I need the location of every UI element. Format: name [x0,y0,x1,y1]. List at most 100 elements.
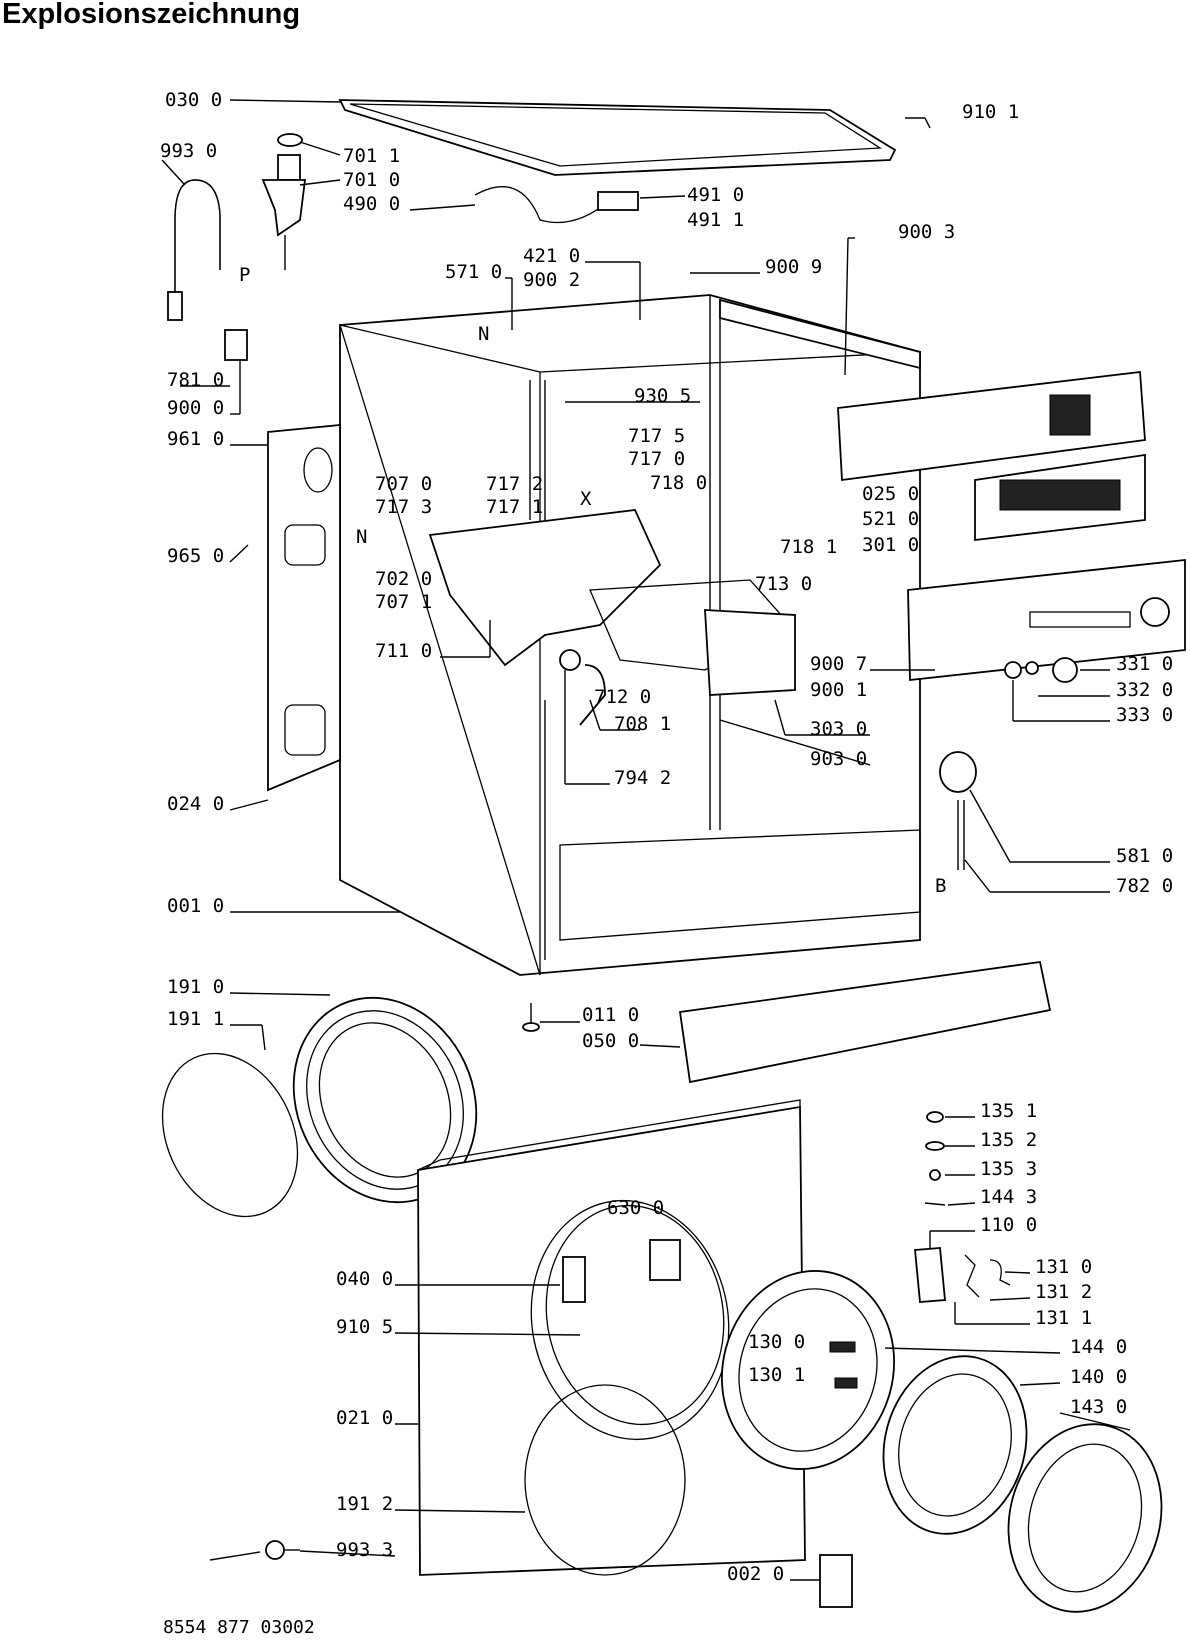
part-number-label: 143 0 [1070,1396,1127,1418]
part-number-label: B [935,875,946,897]
part-number-label: 701 0 [343,169,400,191]
part-number-label: 131 2 [1035,1281,1092,1303]
mains-cable [474,186,611,224]
part-number-label: 024 0 [167,793,224,815]
front-panel [417,1099,806,1576]
part-number-label: 900 1 [810,679,867,701]
button-spring [1004,661,1022,679]
part-number-label: 002 0 [727,1563,784,1585]
part-number-label: 718 0 [650,472,707,494]
service-tool [209,1540,300,1561]
part-number-label: 993 0 [160,140,217,162]
part-number-label: P [239,264,250,286]
part-number-label: 900 0 [167,397,224,419]
part-number-label: 900 9 [765,256,822,278]
part-number-label: 144 0 [1070,1336,1127,1358]
part-number-label: 930 5 [634,385,691,407]
part-number-label: 191 0 [167,976,224,998]
part-number-label: 910 5 [336,1316,393,1338]
part-number-label: 191 1 [167,1008,224,1030]
top-rail [719,298,921,370]
document-number: 8554 877 03002 [163,1617,315,1638]
part-number-label: 421 0 [523,245,580,267]
part-number-label: 332 0 [1116,679,1173,701]
part-number-label: 718 1 [780,536,837,558]
foot-screw [522,1003,580,1032]
part-number-label: 581 0 [1116,845,1173,867]
door-glass [882,1355,1028,1535]
part-number-label: 040 0 [336,1268,393,1290]
programme-knob [1052,657,1078,683]
part-number-label: 711 0 [375,640,432,662]
part-number-label: 131 0 [1035,1256,1092,1278]
part-number-label: 794 2 [614,767,671,789]
part-number-label: 025 0 [862,483,919,505]
part-number-label: 900 7 [810,653,867,675]
part-number-label: 900 2 [523,269,580,291]
part-number-label: 781 0 [167,369,224,391]
part-number-label: 191 2 [336,1493,393,1515]
back-panel [229,424,341,811]
part-number-label: 131 1 [1035,1307,1092,1329]
part-number-label: 491 0 [687,184,744,206]
part-number-label: 717 2 [486,473,543,495]
part-number-label: 782 0 [1116,875,1173,897]
plinth [639,960,1052,1084]
part-number-label: 130 0 [748,1331,805,1353]
door-handle [914,1247,1011,1303]
part-number-label: 717 3 [375,496,432,518]
part-number-label: 521 0 [862,508,919,530]
button-cap [1025,661,1039,675]
part-number-label: 130 1 [748,1364,805,1386]
detergent-dispenser [428,509,796,726]
part-number-label: 702 0 [375,568,432,590]
part-number-label: 708 1 [614,713,671,735]
cabinet [230,294,921,976]
part-number-label: 001 0 [167,895,224,917]
part-number-label: 961 0 [167,428,224,450]
part-number-label: 135 2 [980,1129,1037,1151]
part-number-label: 701 1 [343,145,400,167]
part-number-label: 135 3 [980,1158,1037,1180]
part-number-label: 571 0 [445,261,502,283]
hinge-lower [834,1377,858,1389]
control-panel-board [837,370,1146,542]
door-frame [721,1270,895,1470]
part-number-label: 331 0 [1116,653,1173,675]
part-number-label: 717 5 [628,425,685,447]
part-number-label: N [356,526,367,548]
door-ring [1007,1423,1163,1613]
leader-lines [180,117,1131,1581]
part-number-label: 712 0 [594,686,651,708]
part-number-label: 144 3 [980,1186,1037,1208]
part-number-label: 301 0 [862,534,919,556]
part-number-label: 011 0 [582,1004,639,1026]
part-number-label: 993 3 [336,1539,393,1561]
user-manual [819,1554,853,1608]
part-number-label: 050 0 [582,1030,639,1052]
part-number-label: 030 0 [165,89,222,111]
inlet-hose [161,159,248,361]
pressure-switch [939,751,977,870]
part-number-label: 910 1 [962,101,1019,123]
part-number-label: 021 0 [336,1407,393,1429]
part-number-label: 900 3 [898,221,955,243]
part-number-label: 110 0 [980,1214,1037,1236]
part-number-label: 491 1 [687,209,744,231]
part-number-label: N [478,323,489,345]
part-number-label: 140 0 [1070,1366,1127,1388]
part-number-label: 903 0 [810,748,867,770]
part-number-label: 333 0 [1116,704,1173,726]
part-number-label: 707 1 [375,591,432,613]
fascia-panel [907,558,1186,682]
part-number-label: X [580,488,592,510]
page-title: Explosionszeichnung [2,0,301,30]
part-number-label: 630 0 [607,1197,664,1219]
part-number-label: 717 0 [628,448,685,470]
part-number-label: 717 1 [486,496,543,518]
hinge-upper [829,1341,856,1353]
small-parts [924,1111,946,1206]
part-number-label: 490 0 [343,193,400,215]
